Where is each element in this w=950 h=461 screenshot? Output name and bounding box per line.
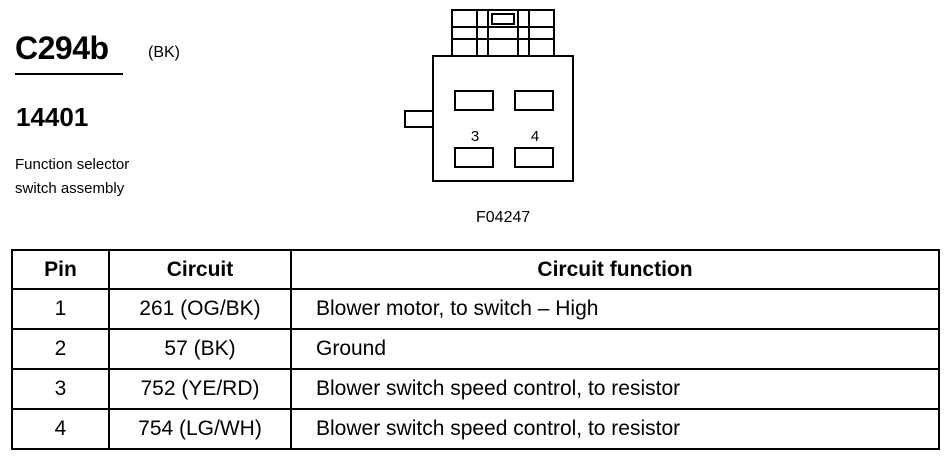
pin-cavity-3 — [454, 147, 494, 168]
pin-label-4: 4 — [531, 128, 539, 145]
cell-function: Blower switch speed control, to resistor — [290, 408, 940, 450]
cell-circuit: 754 (LG/WH) — [108, 408, 292, 450]
table-row: 2 57 (BK) Ground — [11, 328, 940, 370]
shroud-latch — [491, 13, 515, 25]
cell-function: Blower switch speed control, to resistor — [290, 368, 940, 410]
connector-id: C294b — [15, 30, 109, 66]
figure-code: F04247 — [476, 209, 531, 226]
table-row: 1 261 (OG/BK) Blower motor, to switch – … — [11, 288, 940, 330]
connector-face-diagram: 3 4 — [404, 9, 574, 182]
part-number: 14401 — [16, 102, 89, 132]
cell-pin: 1 — [11, 288, 110, 330]
connector-top-shroud — [451, 9, 555, 57]
pin-cavity-4 — [514, 147, 554, 168]
pin-cavity-1 — [454, 90, 494, 111]
header-circuit: Circuit — [108, 249, 292, 290]
table-row: 3 752 (YE/RD) Blower switch speed contro… — [11, 368, 940, 410]
description-line-2: switch assembly — [15, 180, 125, 197]
connector-side-key — [404, 110, 434, 128]
cell-circuit: 261 (OG/BK) — [108, 288, 292, 330]
header-circuit-function: Circuit function — [290, 249, 940, 290]
header-pin: Pin — [11, 249, 110, 290]
pinout-table: Pin Circuit Circuit function 1 261 (OG/B… — [11, 249, 940, 450]
pin-cavity-2 — [514, 90, 554, 111]
table-header-row: Pin Circuit Circuit function — [11, 249, 940, 290]
description-line-1: Function selector — [15, 156, 130, 173]
cell-circuit: 752 (YE/RD) — [108, 368, 292, 410]
cell-pin: 4 — [11, 408, 110, 450]
cell-function: Blower motor, to switch – High — [290, 288, 940, 330]
title-underline — [15, 73, 123, 75]
component-description: Function selector switch assembly — [15, 153, 129, 201]
cell-pin: 2 — [11, 328, 110, 370]
cell-circuit: 57 (BK) — [108, 328, 292, 370]
pin-label-3: 3 — [471, 128, 479, 145]
cell-function: Ground — [290, 328, 940, 370]
connector-color: (BK) — [148, 44, 180, 61]
cell-pin: 3 — [11, 368, 110, 410]
table-row: 4 754 (LG/WH) Blower switch speed contro… — [11, 408, 940, 450]
